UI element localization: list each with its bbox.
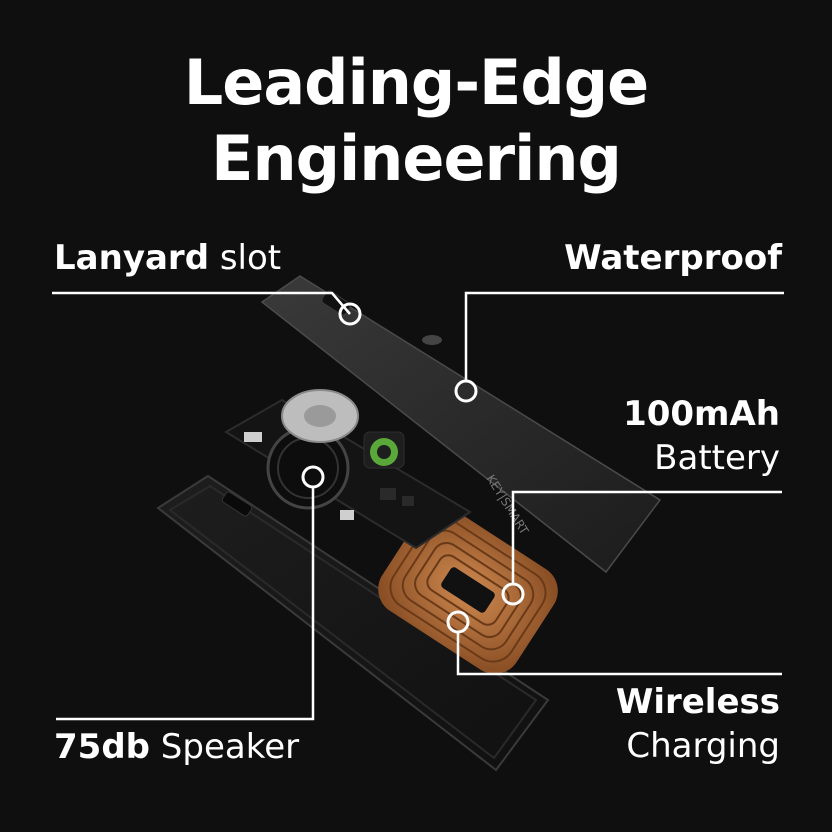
label-lanyard-rest: slot	[209, 238, 282, 278]
label-battery-line2: Battery	[654, 438, 780, 478]
label-lanyard-bold: Lanyard	[54, 238, 210, 278]
label-speaker-bold: 75db	[54, 727, 150, 767]
waterproof-marker	[454, 379, 478, 403]
battery-marker	[501, 582, 525, 606]
label-wireless-bold: Wireless	[615, 682, 780, 722]
lanyard-marker	[338, 302, 362, 326]
label-speaker: 75db Speaker	[54, 727, 299, 767]
wireless-marker	[446, 610, 470, 634]
title-line-2: Engineering	[211, 122, 622, 195]
label-battery-bold: 100mAh	[623, 394, 780, 434]
base-tray	[156, 474, 550, 772]
label-waterproof: Waterproof	[564, 238, 782, 278]
callout-markers	[301, 302, 525, 634]
label-lanyard-slot: Lanyard slot	[54, 238, 281, 278]
label-waterproof-bold: Waterproof	[564, 238, 782, 278]
label-speaker-rest: Speaker	[150, 727, 300, 767]
battery-disc	[281, 389, 359, 443]
label-battery: 100mAh Battery	[623, 392, 780, 480]
label-wireless-charging: Wireless Charging	[616, 680, 780, 768]
label-wireless-line2: Charging	[626, 726, 780, 766]
title-line-1: Leading-Edge	[183, 46, 649, 119]
speaker-marker	[301, 465, 325, 489]
